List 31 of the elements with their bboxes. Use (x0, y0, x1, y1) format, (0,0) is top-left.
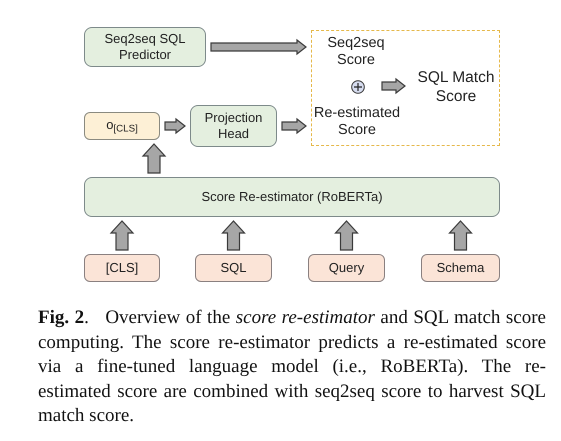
block-arrow (281, 118, 307, 134)
process-box (84, 177, 500, 217)
score-label: SQL Match Score (411, 71, 501, 105)
box-label: Query (328, 260, 364, 276)
block-arrow (381, 78, 406, 94)
block-arrow (221, 220, 246, 251)
box-label: [CLS] (106, 260, 138, 276)
block-arrow (110, 220, 134, 251)
block-arrow (448, 220, 473, 251)
process-box (84, 27, 206, 67)
score-label: Re-estimated Score (309, 102, 405, 142)
box-label: Score Re-estimator (RoBERTa) (201, 189, 383, 205)
block-arrow (334, 220, 359, 251)
block-arrow (142, 143, 166, 174)
box-label: o$_{[CLS]}$ (106, 116, 138, 136)
block-arrow (164, 118, 186, 134)
input-box (308, 254, 385, 282)
box-label: Seq2seq SQL Predictor (104, 31, 186, 63)
sum-circle (351, 80, 365, 94)
box-label: SQL (220, 260, 246, 276)
dashed-group-box (311, 30, 500, 146)
block-arrow (210, 38, 307, 56)
score-label: Seq2seq Score (319, 33, 393, 71)
input-box (195, 254, 272, 282)
figure-caption: Fig. 2. Overview of the score re-estimator and SQL match score computing. The score re-estimator predicts a re-estimated score via a fine-tuned language model (i.e., RoBERTa). The re-estimated score are combined with seq2seq score to harvest SQL match score. (38, 306, 546, 428)
input-box (421, 254, 500, 282)
box-label: Schema (436, 260, 484, 276)
box-label: Projection Head (204, 110, 264, 142)
output-box (84, 112, 160, 140)
input-box (84, 254, 160, 282)
process-box (190, 105, 277, 147)
